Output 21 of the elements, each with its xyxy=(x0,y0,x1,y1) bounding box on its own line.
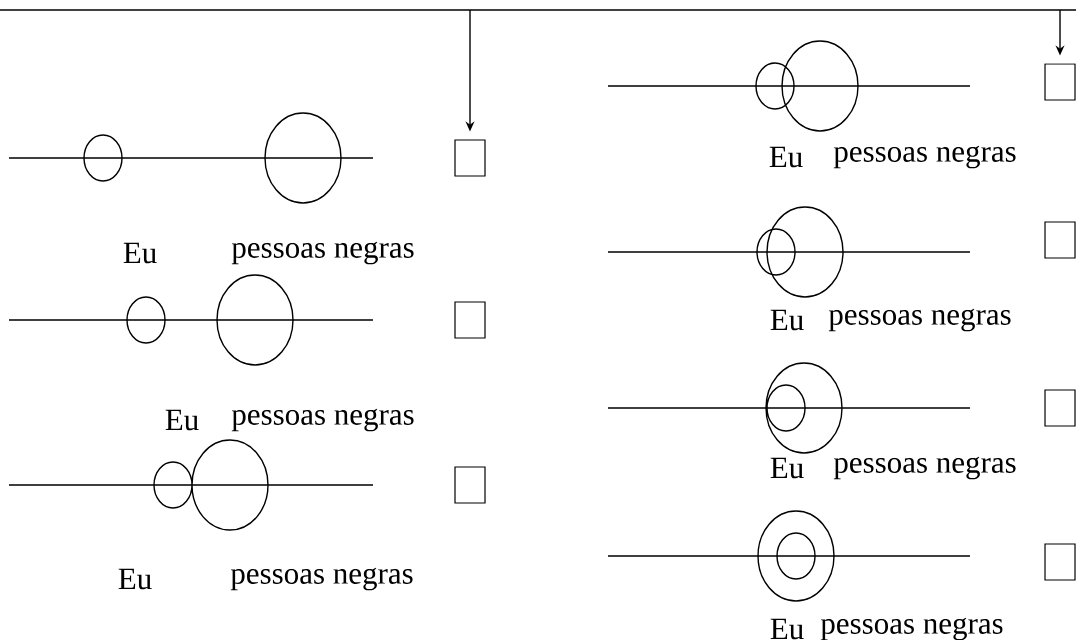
checkbox xyxy=(1044,543,1076,581)
circle-label: pessoas negras xyxy=(833,145,1016,169)
circle-label: Eu xyxy=(770,618,804,640)
circle-label: pessoas negras xyxy=(230,567,413,591)
checkbox xyxy=(454,139,486,177)
circle-label: Eu xyxy=(118,568,152,590)
circle-label: Eu xyxy=(769,146,803,168)
circle-label: Eu xyxy=(770,309,804,331)
circle-label: pessoas negras xyxy=(231,408,414,432)
circle-label: pessoas negras xyxy=(231,241,414,265)
checkbox xyxy=(1044,221,1076,259)
checkbox xyxy=(1044,389,1076,427)
checkbox xyxy=(454,466,486,504)
circle-label: Eu xyxy=(770,457,804,479)
circle-label: Eu xyxy=(123,242,157,264)
checkbox xyxy=(454,301,486,339)
checkbox xyxy=(1044,63,1076,101)
circle-label: pessoas negras xyxy=(828,308,1011,332)
circle-label: Eu xyxy=(165,409,199,431)
circle-label: pessoas negras xyxy=(833,456,1016,480)
circle-label: pessoas negras xyxy=(820,617,1003,640)
